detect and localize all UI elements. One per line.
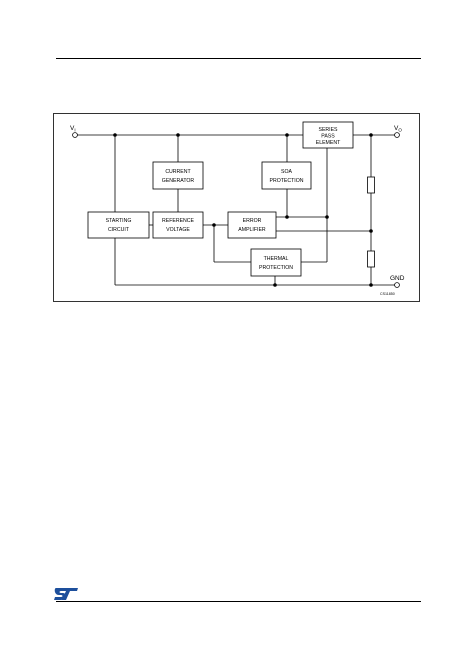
svg-text:ERROR: ERROR xyxy=(243,218,262,224)
starting-circuit-block: STARTING CIRCUIT xyxy=(87,211,150,239)
gnd-terminal xyxy=(394,282,400,288)
svg-text:CIRCUIT: CIRCUIT xyxy=(108,227,130,233)
current-generator-block: CURRENT GENERATOR xyxy=(152,161,204,190)
svg-text:CURRENT: CURRENT xyxy=(165,169,191,175)
vo-terminal xyxy=(394,132,400,138)
gnd-label: GND xyxy=(390,275,405,282)
vo-label: VO xyxy=(394,125,402,133)
header-rule xyxy=(56,58,421,59)
st-logo-icon xyxy=(54,588,78,600)
diagram-frame xyxy=(53,113,420,302)
resistor-upper xyxy=(367,176,375,194)
soa-protection-block: SOA PROTECTION xyxy=(261,161,312,190)
svg-text:AMPLIFIER: AMPLIFIER xyxy=(238,227,266,233)
svg-text:VOLTAGE: VOLTAGE xyxy=(166,227,190,233)
thermal-protection-block: THERMAL PROTECTION xyxy=(250,248,302,277)
series-pass-element-block: SERIES PASS ELEMENT xyxy=(302,121,354,149)
vi-terminal xyxy=(72,132,78,138)
svg-text:PROTECTION: PROTECTION xyxy=(259,265,293,271)
svg-text:SERIES: SERIES xyxy=(318,127,338,133)
error-amplifier-block: ERROR AMPLIFIER xyxy=(227,211,277,239)
svg-text:SOA: SOA xyxy=(281,169,292,175)
figure-code: CS11850 xyxy=(380,292,395,296)
svg-text:ELEMENT: ELEMENT xyxy=(316,140,341,146)
svg-text:PROTECTION: PROTECTION xyxy=(269,178,303,184)
svg-text:THERMAL: THERMAL xyxy=(264,256,289,262)
junction-dots xyxy=(113,133,373,287)
svg-text:GENERATOR: GENERATOR xyxy=(162,178,195,184)
svg-text:STARTING: STARTING xyxy=(106,218,132,224)
vi-label: VI xyxy=(70,125,76,133)
footer-rule xyxy=(56,601,421,602)
svg-text:PASS: PASS xyxy=(321,134,335,140)
wires xyxy=(75,134,397,286)
resistor-lower xyxy=(367,250,375,268)
svg-text:REFERENCE: REFERENCE xyxy=(162,218,195,224)
reference-voltage-block: REFERENCE VOLTAGE xyxy=(152,211,204,239)
